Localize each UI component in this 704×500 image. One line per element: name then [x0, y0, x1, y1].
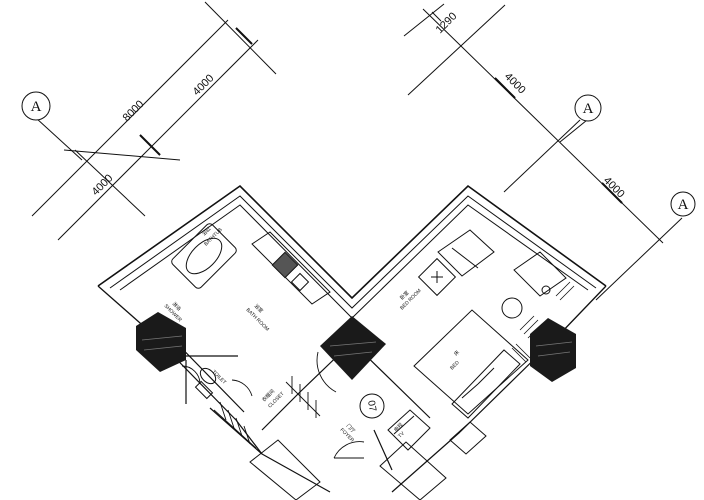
axis-label-right: A: [678, 197, 689, 213]
door-swings: [181, 351, 365, 459]
bottom-windows: [249, 421, 487, 500]
bed-label-en: BED: [449, 360, 461, 372]
axis-label-middle: A: [583, 101, 594, 117]
column-left: [136, 312, 186, 372]
door-tag-number: 07: [365, 400, 378, 413]
bedroom-furniture: [417, 229, 567, 319]
bed-label-cn: 床: [452, 349, 460, 357]
axis-bubble-right: A: [670, 191, 696, 217]
door-tag: 07: [359, 393, 385, 419]
dim-left-lower: 4000: [90, 172, 116, 198]
dim-right-upper: 4000: [502, 71, 528, 97]
column-right: [530, 318, 576, 382]
closet-hangers: [213, 376, 321, 449]
dim-left-total: 8000: [121, 98, 147, 124]
toilet: [194, 367, 217, 400]
axis-label-left: A: [31, 99, 42, 115]
axis-bubble-left: A: [21, 91, 51, 121]
tv-cabinet: [387, 409, 431, 451]
dim-right-lower: 4000: [601, 175, 627, 201]
structural-columns: [136, 312, 576, 382]
column-center: [320, 316, 386, 380]
tv-label-cn: 电视: [392, 421, 404, 433]
tv-label-en: TV: [397, 430, 406, 439]
bathtub: [171, 223, 237, 289]
bed: [413, 309, 529, 419]
left-dimension-lines: [31, 1, 277, 241]
bath-vanity: [251, 231, 331, 305]
axis-bubble-middle: A: [574, 94, 602, 122]
